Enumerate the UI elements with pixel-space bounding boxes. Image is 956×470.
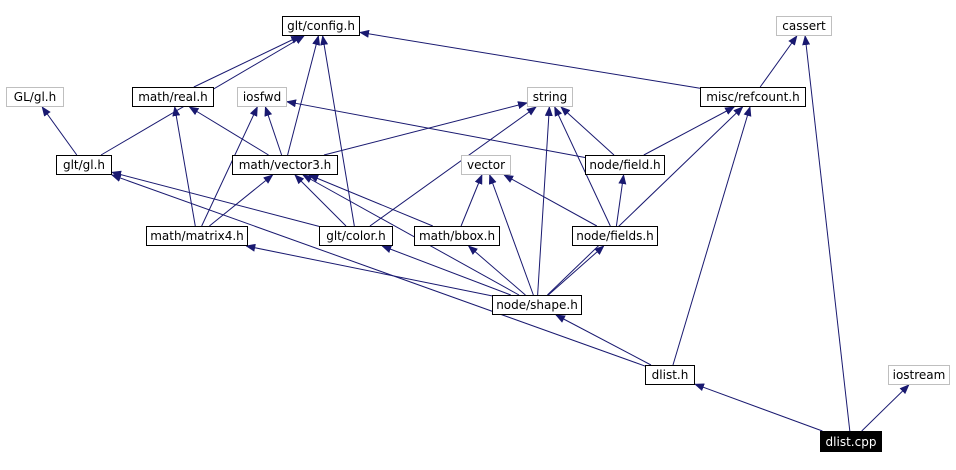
edge-node_field-to-misc_refcount [643, 106, 736, 156]
node-math-vector3-h[interactable]: math/vector3.h [232, 155, 338, 175]
node-string[interactable]: string [527, 87, 573, 107]
node-math-bbox-h[interactable]: math/bbox.h [414, 226, 500, 246]
edge-glt_color-to-glt_gl [111, 170, 320, 227]
edge-glt_color-to-math_vector3 [294, 174, 347, 227]
edge-math_matrix4-to-math_real [172, 106, 196, 227]
edge-misc_refcount-to-cassert [759, 35, 798, 88]
edge-math_vector3-to-string [323, 101, 528, 156]
edge-node_fields-to-vector [503, 174, 598, 227]
edge-node_shape-to-math_matrix4 [245, 243, 493, 297]
edge-math_vector3-to-math_real [188, 106, 269, 156]
edge-math_bbox-to-math_vector3 [308, 174, 433, 227]
edge-node_shape-to-math_vector3 [302, 174, 520, 296]
edge-node_shape-to-misc_refcount [547, 106, 744, 296]
edge-node_shape-to-string [537, 106, 553, 296]
edge-node_field-to-string [560, 106, 615, 156]
node-math-real-h[interactable]: math/real.h [132, 87, 214, 107]
edge-node_fields-to-node_field [615, 174, 627, 227]
node-vector[interactable]: vector [461, 155, 511, 175]
edge-node_shape-to-glt_color [381, 245, 511, 296]
edge-node_field-to-iosfwd [286, 99, 586, 158]
edge-dlist-to-glt_gl [110, 174, 646, 367]
edge-dlist-to-node_shape [555, 314, 652, 366]
edge-node_shape-to-math_bbox [467, 245, 526, 296]
edge-dlist_cpp-to-dlist [694, 383, 823, 432]
node-misc-refcount-h[interactable]: misc/refcount.h [700, 87, 806, 107]
edge-node_shape-to-vector [488, 174, 534, 296]
edge-math_real-to-glt_config [193, 35, 302, 88]
edge-math_vector3-to-glt_config [287, 35, 321, 156]
node-node-fields-h[interactable]: node/fields.h [572, 226, 658, 246]
node-math-matrix4-h[interactable]: math/matrix4.h [146, 226, 248, 246]
edge-glt_gl-to-gl_gl [41, 106, 78, 156]
edge-math_matrix4-to-iosfwd [201, 106, 258, 227]
edge-dlist_cpp-to-iostream [861, 384, 910, 432]
node-glt-gl-h[interactable]: glt/gl.h [56, 155, 112, 175]
node-dlist-cpp[interactable]: dlist.cpp [820, 431, 882, 452]
node-iostream[interactable]: iostream [888, 365, 950, 385]
node-glt-color-h[interactable]: glt/color.h [319, 226, 393, 246]
node-iosfwd[interactable]: iosfwd [237, 87, 287, 107]
edge-math_matrix4-to-math_vector3 [209, 174, 274, 227]
edge-glt_color-to-glt_config [320, 35, 355, 227]
node-node-shape-h[interactable]: node/shape.h [492, 295, 582, 315]
node-glt-config-h[interactable]: glt/config.h [282, 16, 360, 36]
edge-node_shape-to-node_fields [547, 245, 605, 296]
node-cassert[interactable]: cassert [776, 16, 832, 36]
edge-dlist_cpp-to-cassert [802, 35, 851, 432]
edge-math_vector3-to-iosfwd [264, 106, 283, 156]
edge-dlist-to-misc_refcount [672, 106, 752, 366]
node-node-field-h[interactable]: node/field.h [585, 155, 665, 175]
node-dlist-h[interactable]: dlist.h [645, 365, 695, 385]
edge-math_bbox-to-vector [460, 174, 483, 227]
node-gl-gl-h[interactable]: GL/gl.h [6, 87, 64, 107]
edge-node_fields-to-string [554, 106, 611, 227]
edge-glt_color-to-string [369, 106, 537, 227]
edge-misc_refcount-to-glt_config [359, 29, 701, 89]
